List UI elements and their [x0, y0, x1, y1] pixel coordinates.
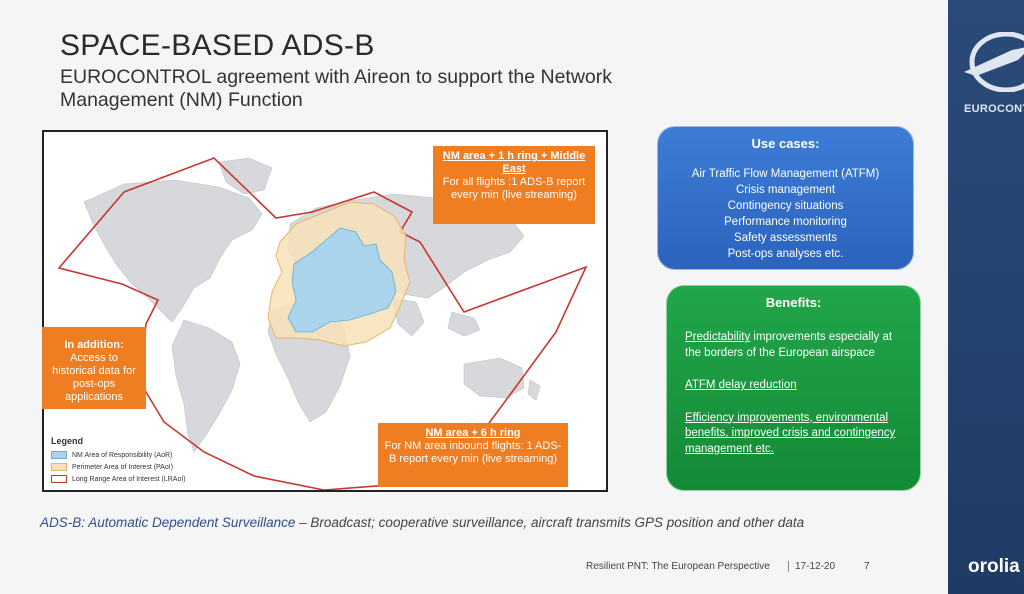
callout-bottom-text: For NM area inbound flights: 1 ADS-B rep… — [384, 440, 562, 465]
legend-item-lraoi: Long Range Area of Interest (LRAoI) — [51, 473, 186, 485]
map-legend: Legend NM Area of Responsibility (AoR) P… — [51, 436, 186, 485]
legend-swatch-lraoi — [51, 475, 67, 483]
benefits-panel: Benefits: Predictability improvements es… — [666, 285, 921, 491]
list-item: Crisis management — [735, 184, 836, 196]
use-cases-heading: Use cases: — [751, 136, 820, 151]
slide-title: SPACE-BASED ADS-B — [60, 29, 375, 62]
adsb-term: ADS-B: Automatic Dependent Surveillance — [40, 515, 296, 530]
benefit-predictability-text: improvements especially at the borders o… — [685, 331, 893, 359]
orolia-logo: orolia — [968, 556, 1020, 577]
slide-subtitle: EUROCONTROL agreement with Aireon to sup… — [60, 66, 612, 111]
benefit-predictability: Predictability improvements especially a… — [685, 330, 902, 361]
legend-title: Legend — [51, 436, 84, 446]
use-cases-panel: Use cases: Air Traffic Flow Management (… — [657, 126, 914, 270]
page-number: 7 — [864, 561, 870, 572]
aor-area — [287, 227, 397, 333]
list-item: Air Traffic Flow Management (ATFM) — [691, 168, 880, 180]
callout-left-heading: In addition: — [64, 339, 124, 351]
list-item: Contingency situations — [727, 200, 844, 212]
benefit-efficiency: Efficiency improvements, environmental b… — [685, 411, 896, 455]
callout-top-heading: NM area + 1 h ring + Middle East — [442, 150, 586, 175]
callout-historical-data: In addition: Access to historical data f… — [42, 327, 146, 409]
callout-nm-1h-ring: NM area + 1 h ring + Middle East For all… — [433, 146, 595, 224]
callout-left-text: Access to historical data for post-ops a… — [52, 352, 136, 403]
eurocontrol-wordmark: EUROCONT — [964, 103, 1024, 115]
benefits-heading: Benefits: — [765, 295, 822, 310]
benefit-predictability-term: Predictability — [685, 331, 751, 343]
callout-top-text: For all flights :1 ADS-B report every mi… — [442, 176, 586, 201]
adsb-description: – Broadcast; cooperative surveillance, a… — [295, 515, 805, 530]
callout-nm-6h-ring: NM area + 6 h ring For NM area inbound f… — [378, 423, 568, 487]
use-cases-list: Air Traffic Flow Management (ATFM) Crisi… — [658, 166, 913, 262]
list-item: Post-ops analyses etc. — [727, 248, 844, 260]
benefits-list: Predictability improvements especially a… — [667, 330, 920, 457]
list-item: Performance monitoring — [724, 216, 847, 228]
callout-bottom-heading: NM area + 6 h ring — [425, 427, 521, 439]
legend-swatch-paoi — [51, 463, 67, 471]
legend-item-aor: NM Area of Responsibility (AoR) — [51, 449, 186, 461]
legend-swatch-aor — [51, 451, 67, 459]
slide: SPACE-BASED ADS-B EUROCONTROL agreement … — [40, 29, 921, 572]
footer-title: Resilient PNT: The European Perspective — [586, 561, 770, 572]
adsb-definition: ADS-B: Automatic Dependent Surveillance … — [40, 515, 804, 530]
legend-item-paoi: Perimeter Area of Interest (PAoI) — [51, 461, 186, 473]
legend-label-lraoi: Long Range Area of Interest (LRAoI) — [72, 475, 186, 483]
legend-label-aor: NM Area of Responsibility (AoR) — [72, 451, 173, 459]
list-item: Safety assessments — [734, 232, 837, 244]
benefit-atfm-delay: ATFM delay reduction — [685, 379, 797, 391]
legend-label-paoi: Perimeter Area of Interest (PAoI) — [72, 463, 174, 471]
eurocontrol-logo-icon — [964, 32, 1024, 92]
brand-sidebar: EUROCONT orolia — [948, 0, 1024, 594]
footer-date: 17-12-20 — [788, 561, 835, 572]
